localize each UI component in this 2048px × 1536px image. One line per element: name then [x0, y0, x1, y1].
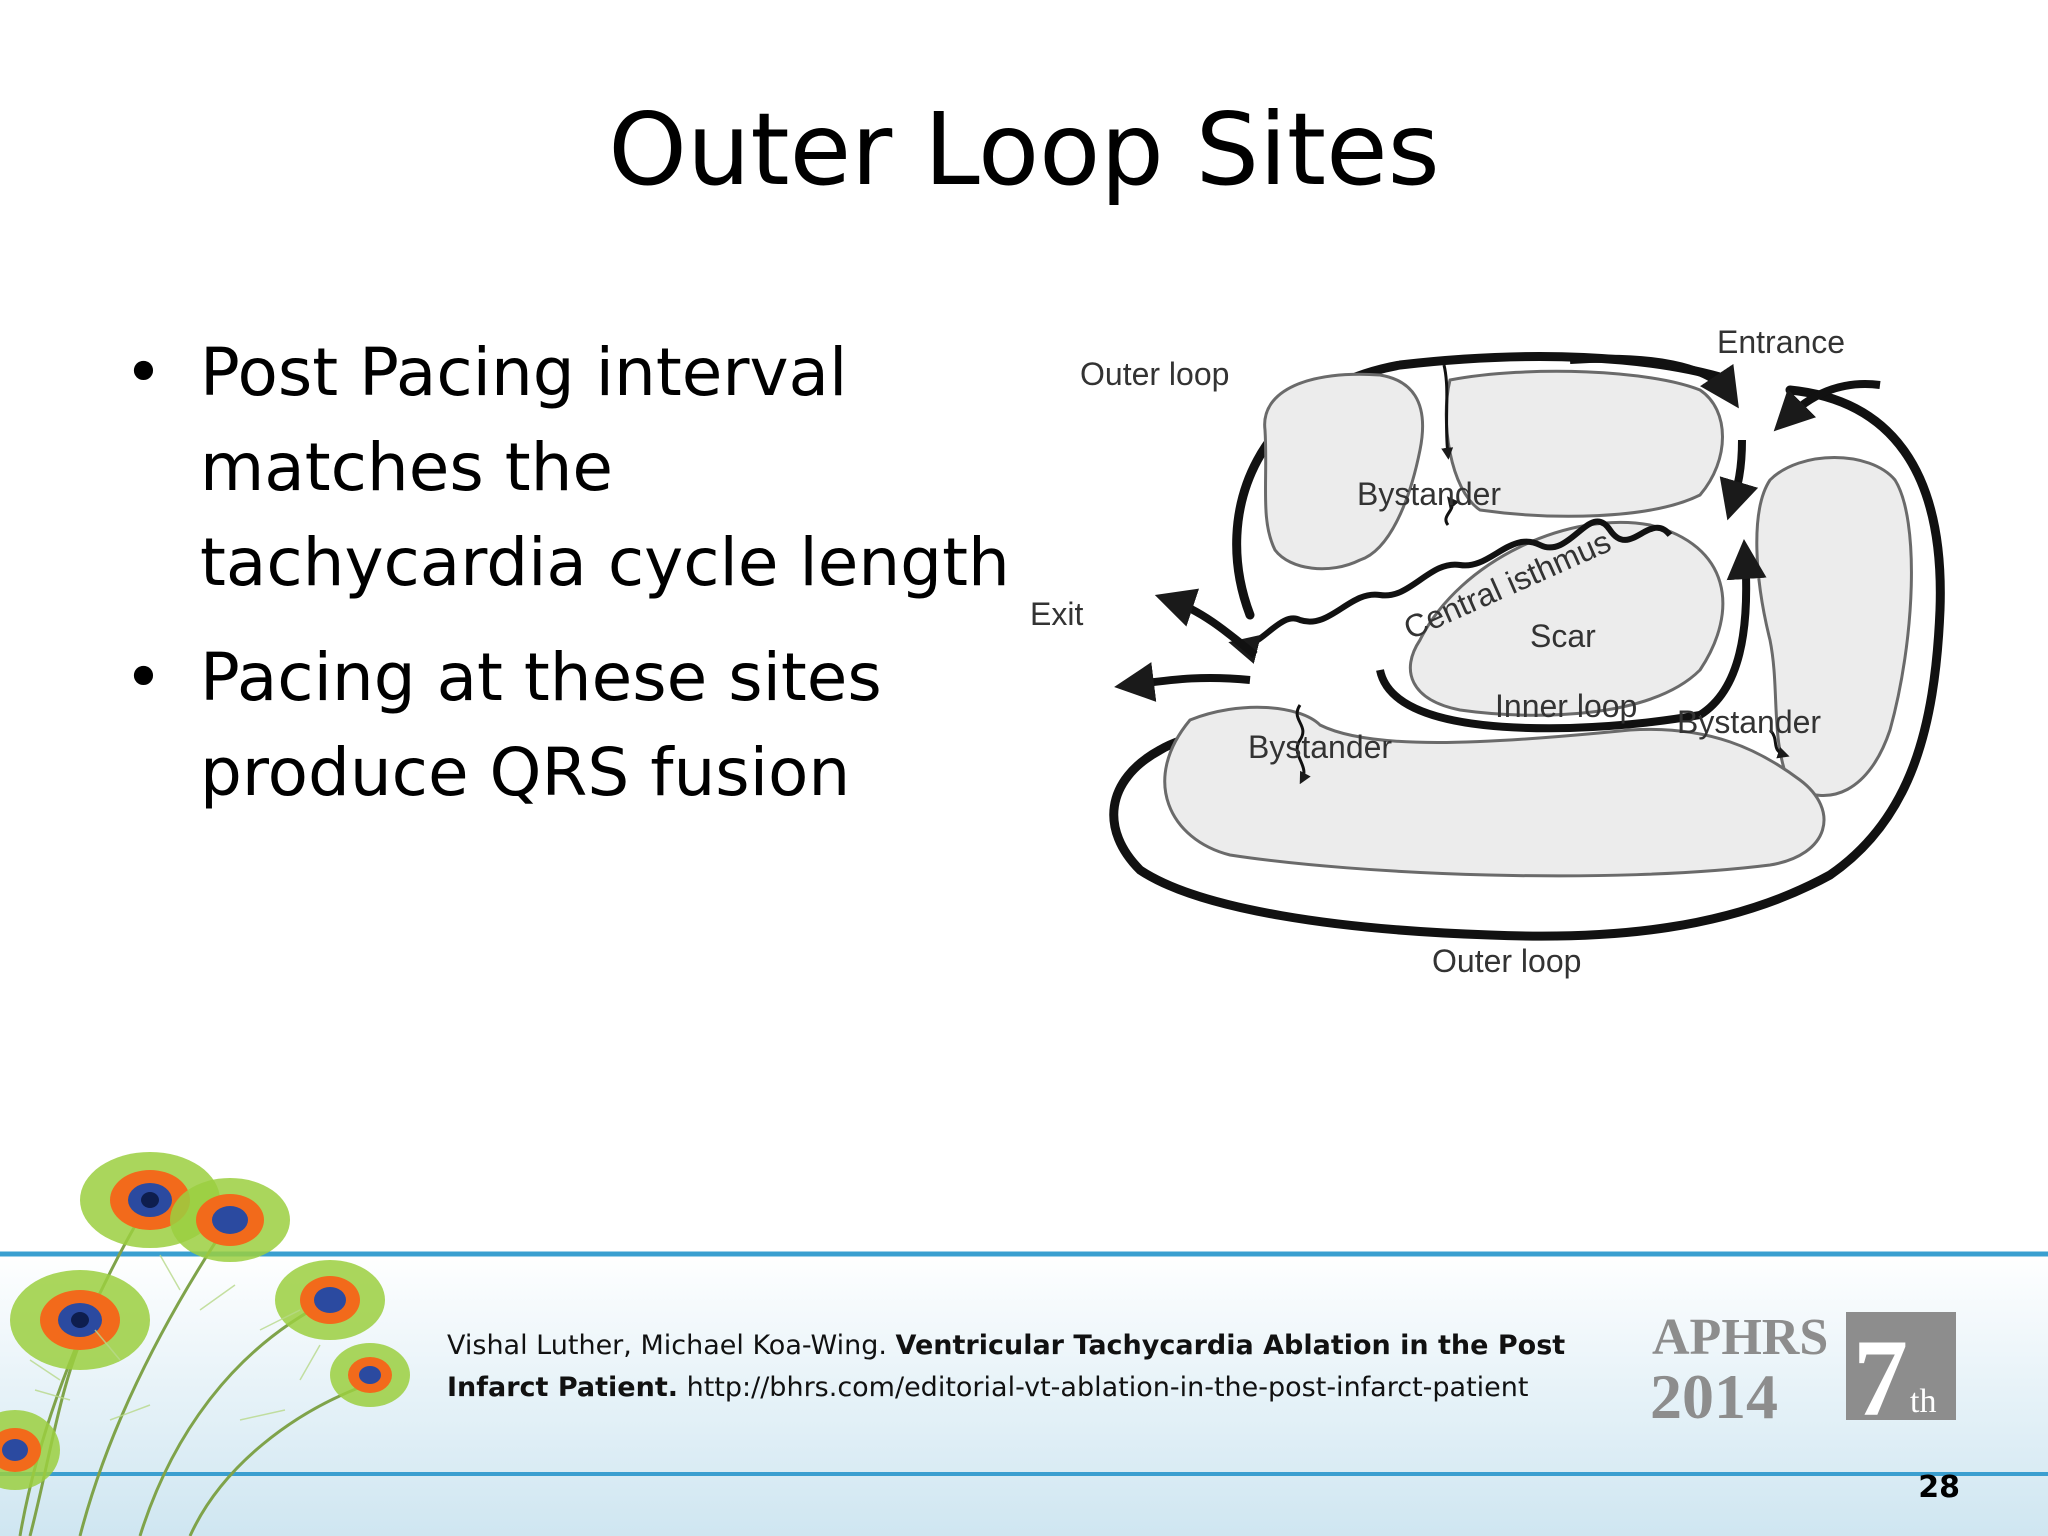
scar-region-bottom	[1163, 705, 1826, 878]
arrow-exit-left	[1114, 662, 1251, 702]
citation-title: Ventricular Tachycardia Ablation in the …	[447, 1330, 1566, 1403]
reentry-circuit-diagram: Outer loop Entrance Bystander Central is…	[1030, 324, 1945, 979]
label-bystander-top: Bystander	[1357, 476, 1501, 512]
label-outer-loop-bottom: Outer loop	[1432, 943, 1581, 979]
arrow-exit-up	[1154, 588, 1258, 659]
label-bystander-right: Bystander	[1677, 704, 1821, 740]
bullet-glyph: •	[124, 334, 163, 411]
label-inner-loop: Inner loop	[1495, 688, 1637, 724]
arrow-bystander-top-squiggle	[1444, 496, 1460, 526]
label-entrance: Entrance	[1717, 324, 1845, 360]
slide-title: Outer Loop Sites	[608, 91, 1440, 208]
bullet-item: • Pacing at these sites produce QRS fusi…	[120, 630, 1020, 820]
arrow-bystander-left-squiggle	[1295, 704, 1311, 785]
label-outer-loop-top: Outer loop	[1080, 356, 1229, 392]
arrow-inner-loop	[1376, 668, 1701, 733]
bullet-text: Post Pacing interval matches the tachyca…	[200, 334, 1010, 601]
label-scar: Scar	[1530, 618, 1596, 654]
label-exit: Exit	[1030, 596, 1083, 632]
citation: Vishal Luther, Michael Koa-Wing. Ventric…	[447, 1325, 1647, 1409]
citation-url: http://bhrs.com/editorial-vt-ablation-in…	[678, 1372, 1529, 1403]
bullet-item: • Post Pacing interval matches the tachy…	[120, 325, 1020, 610]
arrow-inner-loop-up	[1697, 539, 1767, 719]
bullet-list: • Post Pacing interval matches the tachy…	[120, 325, 1020, 840]
logo-edition-suffix: th	[1910, 1383, 1936, 1420]
logo-edition-number: 7	[1853, 1317, 1908, 1425]
logo-line2: 2014	[1650, 1361, 1778, 1425]
arrow-bystander-top	[1441, 364, 1454, 460]
label-bystander-left: Bystander	[1248, 729, 1392, 765]
logo-line1: APHRS	[1652, 1310, 1828, 1366]
scar-region-top-left	[1263, 372, 1425, 571]
page-number: 28	[1918, 1470, 1960, 1505]
bullet-glyph: •	[124, 639, 163, 716]
citation-authors: Vishal Luther, Michael Koa-Wing.	[447, 1330, 896, 1361]
scar-region-right	[1755, 456, 1913, 797]
arrow-isthmus-wave	[1228, 518, 1673, 664]
peacock-feathers-image	[0, 1152, 410, 1536]
arrow-entrance-left	[1569, 354, 1739, 409]
arrow-entrance-right	[1773, 380, 1881, 432]
scar-region-top	[1444, 369, 1724, 518]
aphrs-2014-logo: APHRS 2014 7 th	[1650, 1310, 1956, 1425]
bullet-text: Pacing at these sites produce QRS fusion	[200, 639, 882, 811]
arrow-down-entrance	[1719, 439, 1759, 521]
scar-region-center	[1409, 520, 1725, 717]
arrow-bystander-right-squiggle	[1768, 728, 1790, 759]
